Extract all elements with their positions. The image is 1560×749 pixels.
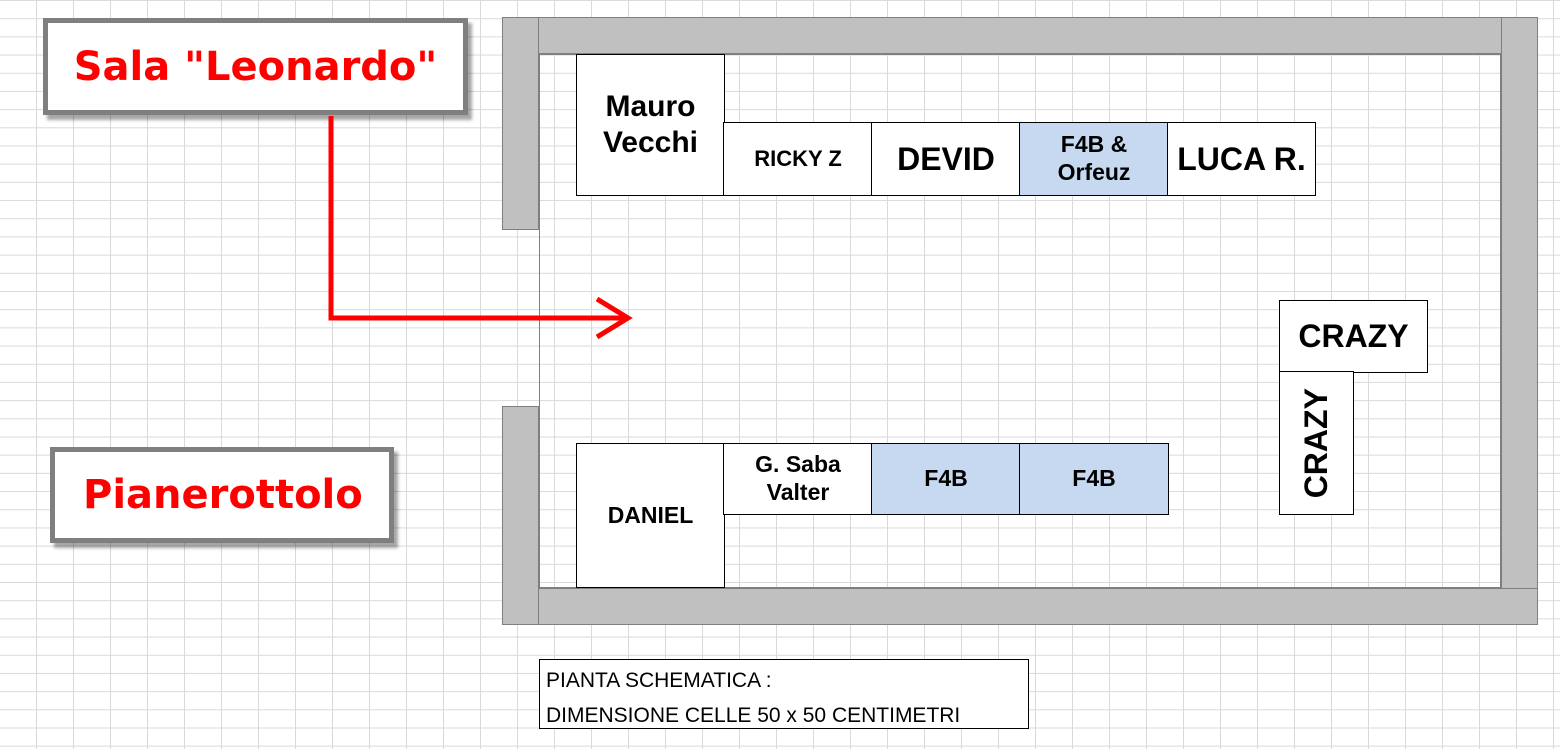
table-ricky-label: RICKY Z: [754, 145, 842, 171]
table-f4b-2: F4B: [1019, 443, 1169, 515]
table-crazy-v-label: CRAZY: [1298, 387, 1335, 499]
table-ricky-z: RICKY Z: [723, 122, 873, 196]
table-crazy-horizontal: CRAZY: [1279, 300, 1428, 373]
table-mauro-vecchi: Mauro Vecchi: [576, 54, 725, 196]
scale-note-line2: DIMENSIONE CELLE 50 x 50 CENTIMETRI: [546, 704, 961, 727]
table-f4b-2-label: F4B: [1072, 465, 1116, 492]
room-wall-left-upper: [502, 17, 539, 230]
table-f4b-1: F4B: [871, 443, 1021, 515]
table-luca-r: LUCA R.: [1167, 122, 1316, 196]
scale-note: PIANTA SCHEMATICA : DIMENSIONE CELLE 50 …: [539, 659, 1029, 729]
table-f4b-orfeuz: F4B & Orfeuz: [1019, 122, 1169, 196]
landing-text: Pianerottolo: [83, 472, 363, 518]
table-luca-label: LUCA R.: [1177, 140, 1306, 177]
scale-note-line1: PIANTA SCHEMATICA :: [546, 669, 772, 692]
table-devid-label: DEVID: [897, 140, 995, 177]
table-crazy-vertical: CRAZY: [1279, 371, 1354, 515]
table-devid: DEVID: [871, 122, 1021, 196]
room-name-label: Sala "Leonardo": [43, 18, 468, 115]
table-daniel: DANIEL: [576, 443, 725, 588]
room-name-text: Sala "Leonardo": [73, 43, 438, 90]
table-g-saba-valter: G. Saba Valter: [723, 443, 873, 515]
room-floor: [539, 54, 1501, 588]
room-wall-left-lower: [502, 406, 539, 625]
room-wall-bottom: [502, 588, 1538, 625]
table-crazy-h-label: CRAZY: [1298, 318, 1409, 355]
room-wall-right: [1501, 17, 1538, 625]
table-f4b-orfeuz-label: F4B & Orfeuz: [1057, 131, 1131, 185]
table-f4b-1-label: F4B: [924, 465, 968, 492]
room-wall-top: [502, 17, 1538, 54]
landing-label: Pianerottolo: [50, 447, 394, 543]
table-daniel-label: DANIEL: [607, 501, 694, 528]
table-mauro-label: Mauro Vecchi: [602, 90, 699, 159]
table-saba-label: G. Saba Valter: [755, 451, 841, 505]
